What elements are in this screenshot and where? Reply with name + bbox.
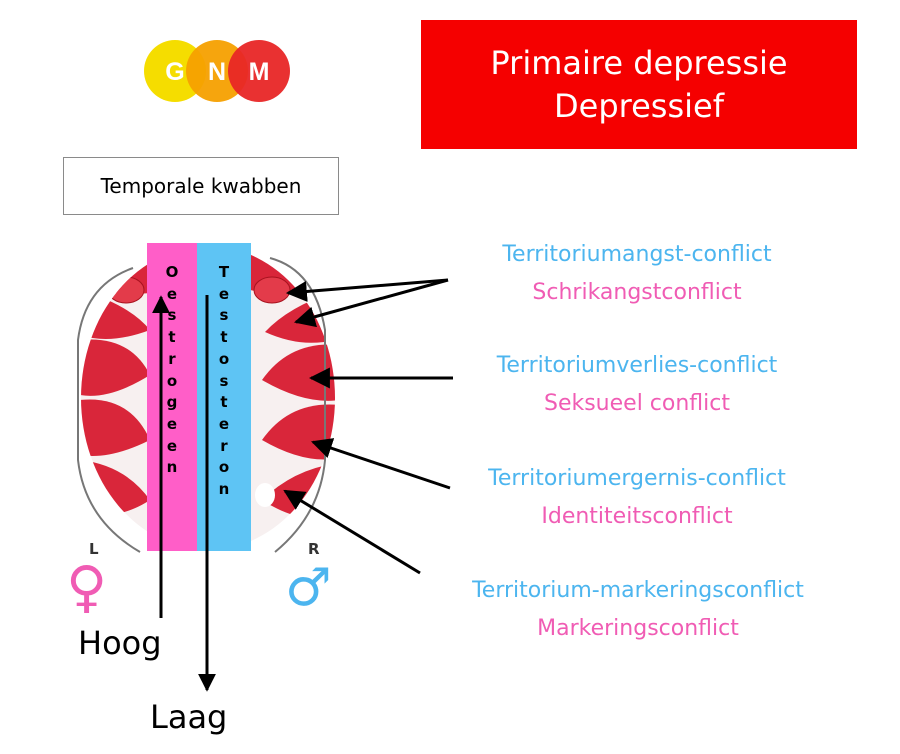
conflict-group-1: Territoriumangst-conflict Schrikangstcon…: [387, 236, 887, 312]
lobe-label: Temporale kwabben: [100, 174, 302, 198]
testosterone-letter: t: [220, 393, 228, 412]
conflict-2-primary: Territoriumverlies-conflict: [496, 353, 778, 378]
right-side-label: R: [308, 540, 320, 558]
left-bracket: [77, 267, 141, 553]
title-box: Primaire depressie Depressief: [421, 20, 857, 149]
title-line-2: Depressief: [554, 86, 724, 125]
arrow-1a: [285, 278, 449, 302]
right-bracket: [269, 257, 326, 553]
conflict-4-primary: Territorium-markeringsconflict: [472, 578, 804, 603]
high-label: Hoog: [78, 624, 162, 662]
testosterone-letter: t: [220, 328, 228, 347]
estrogen-letter: r: [168, 349, 176, 368]
arrow-3: [311, 438, 451, 490]
white-spot: [255, 483, 275, 507]
logo-letter-n: N: [208, 58, 226, 86]
testosterone-letter: s: [219, 371, 229, 390]
conflict-group-2: Territoriumverlies-conflict Seksueel con…: [387, 347, 887, 423]
conflict-group-3: Territoriumergernis-conflict Identiteits…: [387, 460, 887, 536]
title-line-1: Primaire depressie: [490, 43, 788, 82]
conflict-4-secondary: Markeringsconflict: [537, 616, 739, 641]
testosterone-letter: e: [218, 414, 230, 433]
testosterone-letter: e: [218, 284, 230, 303]
testosterone-letter: r: [220, 436, 228, 455]
arrow-4: [283, 489, 421, 575]
lobe-label-box: Temporale kwabben: [63, 157, 339, 215]
testosterone-letter: n: [218, 480, 230, 499]
estrogen-letter: o: [166, 371, 178, 390]
estrogen-letter: s: [167, 306, 177, 325]
conflict-1-secondary: Schrikangstconflict: [532, 280, 742, 305]
estrogen-letter: n: [166, 458, 178, 477]
logo-letter-m: M: [249, 58, 270, 86]
arrow-1b: [293, 278, 449, 328]
conflict-2-secondary: Seksueel conflict: [543, 391, 730, 416]
conflict-1-primary: Territoriumangst-conflict: [502, 242, 772, 267]
low-label: Laag: [150, 698, 228, 736]
left-side-label: L: [89, 540, 99, 558]
testosterone-letter: T: [218, 263, 230, 281]
estrogen-letter: e: [166, 436, 178, 455]
logo-circle-m: [228, 40, 290, 102]
logo-letter-g: G: [165, 58, 184, 86]
conflict-3-primary: Territoriumergernis-conflict: [488, 466, 786, 491]
estrogen-letter: e: [166, 284, 178, 303]
male-icon: ♂: [285, 558, 332, 618]
conflict-group-4: Territorium-markeringsconflict Markering…: [388, 572, 888, 648]
left-lobe-3: [81, 339, 150, 396]
female-icon: ♀: [66, 555, 108, 620]
estrogen-letter: O: [165, 263, 179, 281]
conflict-3-secondary: Identiteitsconflict: [541, 504, 733, 529]
estrogen-letter: e: [166, 414, 178, 433]
testosterone-letter: s: [219, 306, 229, 325]
gnm-logo: G N M: [144, 40, 290, 102]
estrogen-letter: t: [168, 328, 176, 347]
testosterone-letter: o: [218, 349, 230, 368]
estrogen-letter: g: [166, 393, 178, 412]
testosterone-letter: o: [218, 458, 230, 477]
left-lobe-4: [81, 399, 150, 456]
